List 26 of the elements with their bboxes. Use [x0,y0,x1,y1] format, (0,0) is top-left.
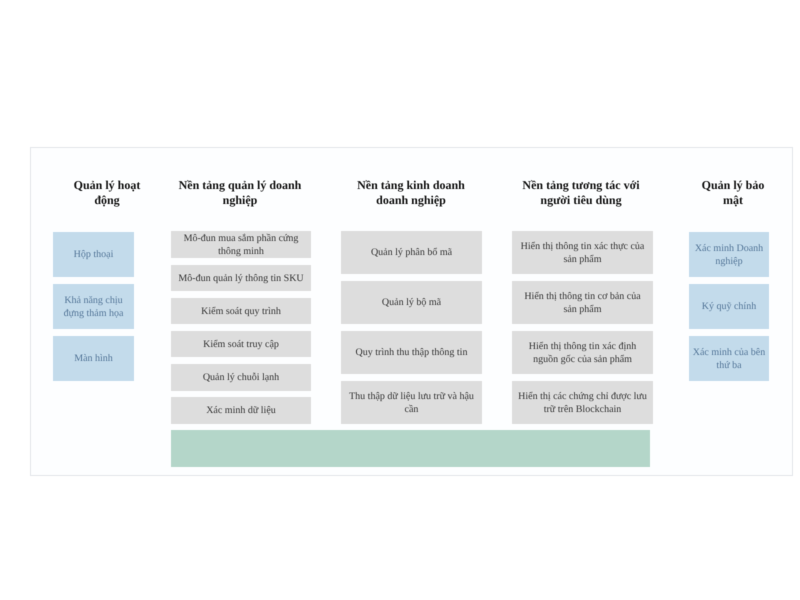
module-box: Xác minh dữ liệu [171,397,311,424]
feature-box: Ký quỹ chính [689,284,769,329]
module-box: Mô-đun quản lý thông tin SKU [171,265,311,291]
feature-box: Hộp thoại [53,232,134,277]
module-box: Hiển thị thông tin xác định nguồn gốc của sản phẩm [512,331,653,374]
column-heading: Nền tảng quản lý doanh nghiệp [178,178,302,208]
module-box: Quản lý bộ mã [341,281,482,324]
module-box: Hiển thị thông tin cơ bản của sản phẩm [512,281,653,324]
module-box: Mô-đun mua sắm phần cứng thông minh [171,231,311,258]
feature-box: Khả năng chịu đựng thảm họa [53,284,134,329]
module-box: Kiểm soát quy trình [171,298,311,324]
module-box: Kiểm soát truy cập [171,331,311,357]
feature-box: Xác minh của bên thứ ba [689,336,769,381]
column-heading: Quản lý bảo mật [700,178,766,208]
column-heading: Nền tảng kinh doanh doanh nghiệp [356,178,466,208]
base-bar [171,430,650,467]
module-box: Thu thập dữ liệu lưu trữ và hậu cần [341,381,482,424]
module-box: Quy trình thu thập thông tin [341,331,482,374]
column-heading: Quản lý hoạt động [72,178,142,208]
module-box: Quản lý chuỗi lạnh [171,364,311,391]
column-heading: Nền tảng tương tác với người tiêu dùng [521,178,641,208]
feature-box: Xác minh Doanh nghiệp [689,232,769,277]
feature-box: Màn hình [53,336,134,381]
module-box: Hiển thị thông tin xác thực của sản phẩm [512,231,653,274]
module-box: Quản lý phân bổ mã [341,231,482,274]
module-box: Hiển thị các chứng chỉ được lưu trữ trên Blockchain [512,381,653,424]
